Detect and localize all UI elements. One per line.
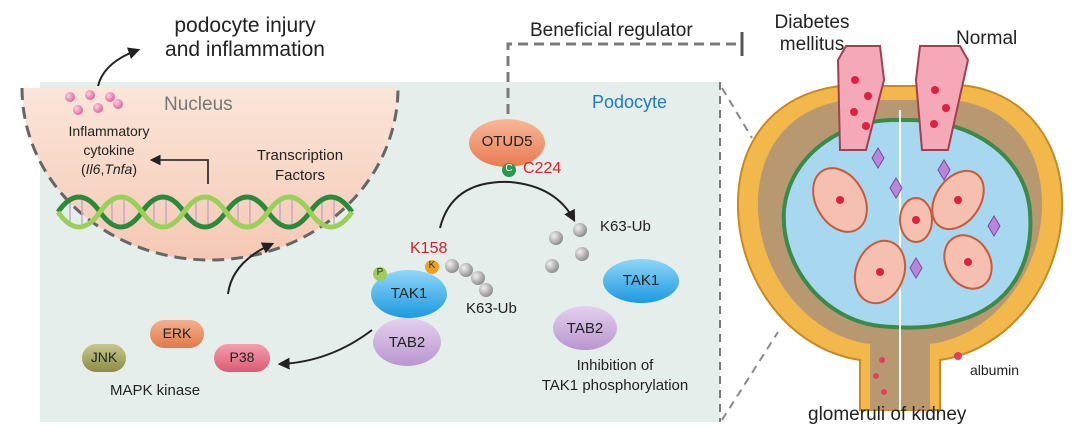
cytokine-dots [65, 90, 123, 115]
cytokine-label: Inflammatory cytokine (Il6,Tnfa) [54, 122, 164, 179]
diabetes-line-2: mellitus [779, 34, 845, 55]
zoom-line-top [721, 87, 753, 139]
cytokine-line-1: Inflammatory [68, 123, 150, 139]
otud5-label: OTUD5 [481, 133, 533, 150]
diabetes-line-1: Diabetes [774, 12, 850, 33]
attached-ubiquitin-chain [445, 259, 493, 297]
k63-right-label: K63-Ub [600, 218, 651, 235]
tf-line-2: Factors [274, 167, 325, 184]
inhibition-label: Inhibition of TAK1 phosphorylation [520, 356, 710, 396]
tak1-right-label: TAK1 [622, 272, 660, 289]
p38-kinase [214, 344, 270, 372]
arrow-mapk-to-dna [227, 242, 275, 295]
nucleus-dashed-border [20, 87, 400, 262]
tak1-left-label: TAK1 [390, 285, 428, 302]
jnk-label: JNK [90, 349, 118, 365]
injury-line-2: and inflammation [165, 38, 325, 61]
arrow-deubiquitination [439, 180, 576, 229]
p-badge [373, 267, 387, 281]
k63-left-label: K63-Ub [466, 300, 517, 317]
injury-line-1: podocyte injury [174, 14, 316, 37]
dna-helix [55, 194, 355, 230]
tf-line-1: Transcription [256, 147, 344, 164]
erk-kinase [150, 320, 204, 348]
diabetes-label: Diabetes mellitus [764, 12, 860, 56]
podocyte-label: Podocyte [592, 92, 668, 112]
glomerulus-illustration [736, 45, 1064, 411]
tab2-left-protein [373, 318, 441, 366]
gene-tnfa: Tnfa [104, 161, 133, 177]
nucleus-label: Nucleus [164, 94, 233, 115]
normal-label: Normal [956, 28, 1018, 49]
beneficial-regulator-line [506, 42, 738, 130]
mapk-kinase-label: MAPK kinase [110, 382, 201, 399]
tak1-right-protein [603, 259, 679, 303]
paren-close: ) [132, 161, 138, 177]
otud5-protein [469, 119, 545, 167]
k-badge [425, 260, 439, 274]
tab2-left-label: TAB2 [388, 334, 426, 351]
arrow-to-injury [97, 47, 141, 87]
beneficial-regulator-label: Beneficial regulator [530, 20, 693, 41]
albumin-label: albumin [970, 362, 1020, 378]
arrow-tak1-to-mapk [277, 329, 373, 370]
c-badge [502, 163, 516, 177]
glomeruli-label: glomeruli of kidney [808, 404, 967, 425]
k158-label: K158 [410, 240, 448, 257]
zoom-line-bottom [721, 331, 779, 421]
c-badge-label: C [505, 163, 513, 174]
gene-il6: Il6 [85, 161, 101, 177]
cytokine-genes: (Il6,Tnfa) [54, 160, 164, 179]
cytokine-line-2: cytokine [83, 142, 135, 158]
jnk-kinase [82, 344, 126, 372]
transcription-factors-label: Transcription Factors [238, 146, 362, 186]
tak1-left-protein [371, 270, 447, 318]
injury-label: podocyte injury and inflammation [140, 14, 350, 62]
arrow-tf-to-cytokine [149, 154, 209, 184]
p-badge-label: P [376, 267, 384, 278]
tab2-right-label: TAB2 [566, 320, 604, 337]
inhibit-line-1: Inhibition of [576, 357, 654, 374]
paren-open: ( [80, 161, 86, 177]
tab2-right-protein [553, 306, 617, 350]
erk-label: ERK [162, 325, 192, 341]
c224-label: C224 [523, 160, 562, 177]
k-badge-label: K [428, 260, 436, 271]
inhibit-line-2: TAK1 phosphorylation [541, 377, 689, 394]
free-ubiquitin-chain [545, 223, 589, 273]
gene-separator: , [100, 161, 105, 177]
p38-label: P38 [229, 349, 255, 365]
